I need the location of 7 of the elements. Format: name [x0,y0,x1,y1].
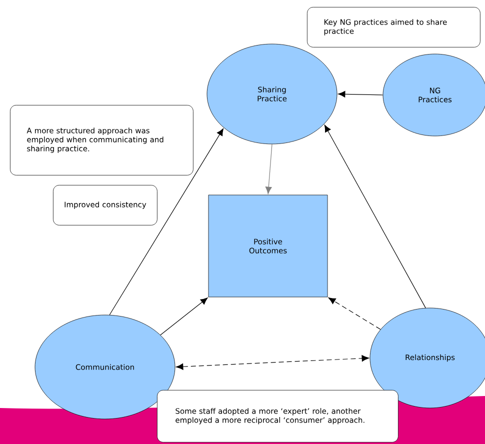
arrow [265,144,272,194]
arrow [160,298,208,336]
arrow [328,297,381,330]
arrow [176,355,370,370]
arrow [324,124,426,308]
arrow [338,90,384,98]
arrow [109,128,224,316]
